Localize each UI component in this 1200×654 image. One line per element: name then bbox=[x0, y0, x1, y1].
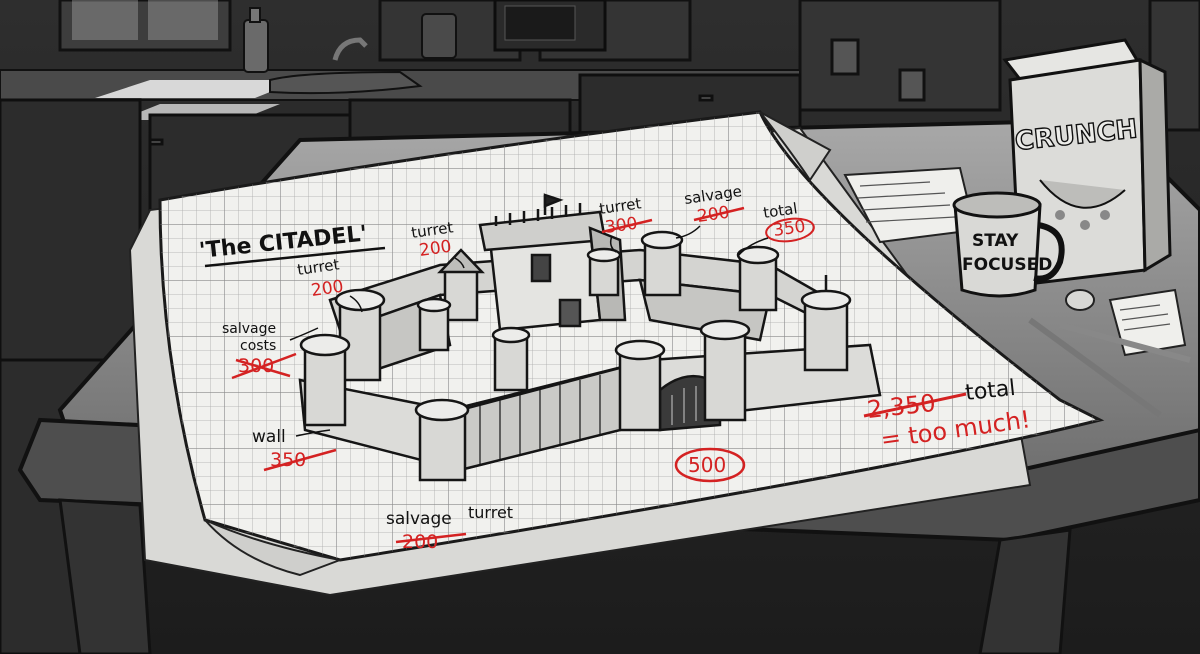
blueprint-annotations: 'The CITADEL' turret 200 turret 200 turr… bbox=[198, 182, 1032, 553]
coffee-mug: STAY FOCUSED bbox=[952, 191, 1065, 298]
circled-500-value: 500 bbox=[688, 453, 726, 477]
mug-text-line1: STAY bbox=[972, 231, 1019, 251]
grand-total-label: total bbox=[964, 376, 1017, 406]
turret-center-label: turret bbox=[410, 218, 454, 242]
kitchen-window bbox=[58, 0, 232, 52]
pencils bbox=[1028, 317, 1191, 418]
turret-left-label: turret bbox=[296, 255, 340, 279]
total-top-value: 350 bbox=[772, 217, 807, 241]
canister bbox=[421, 13, 457, 59]
salvage-bottom-label: salvage bbox=[386, 509, 452, 529]
sticky-note bbox=[1108, 288, 1187, 357]
microwave bbox=[493, 0, 607, 52]
salvage-costs-line2: costs bbox=[240, 338, 276, 354]
crumpled-paper bbox=[1065, 289, 1095, 311]
mug-text-line2: FOCUSED bbox=[962, 255, 1052, 275]
salvage-bottom-extra: turret bbox=[468, 503, 513, 522]
salvage-costs-line1: salvage bbox=[222, 321, 276, 337]
sink bbox=[269, 37, 423, 95]
turret-left-value: 200 bbox=[310, 277, 345, 301]
window-light-patch bbox=[95, 80, 300, 98]
total-top-label: total bbox=[762, 199, 798, 222]
castle-sketch bbox=[298, 193, 882, 482]
soap-bottle bbox=[243, 7, 269, 73]
turret-center-value: 200 bbox=[418, 237, 453, 261]
salvage-bottom-value: 200 bbox=[402, 531, 438, 553]
castle-towers bbox=[299, 230, 852, 482]
wall-label: wall bbox=[252, 427, 286, 447]
turret-top-label: turret bbox=[598, 194, 642, 218]
